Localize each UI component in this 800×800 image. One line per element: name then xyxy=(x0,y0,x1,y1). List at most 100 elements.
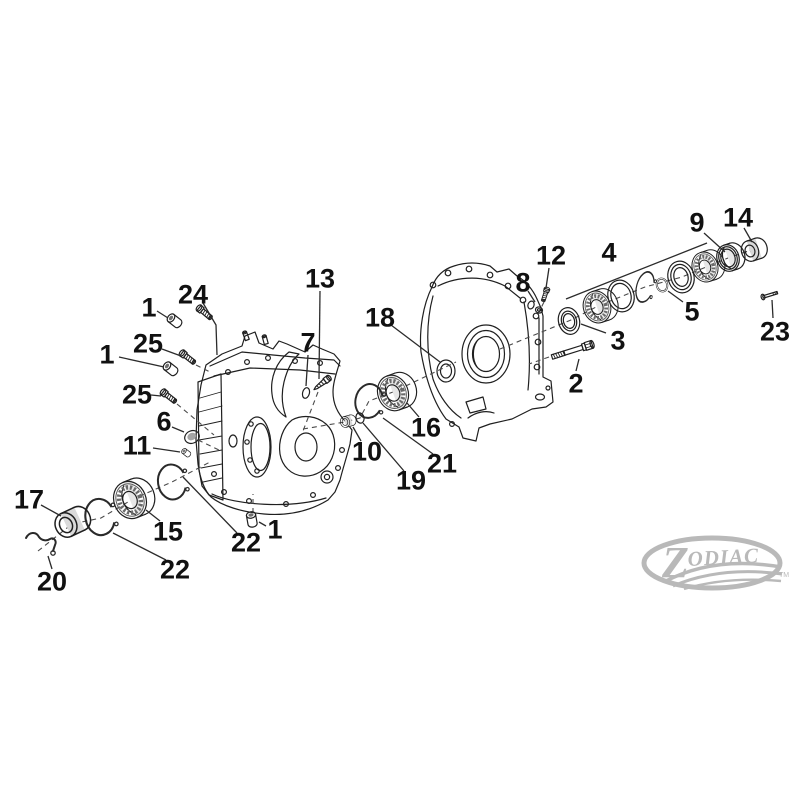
leader-line-stud-screw-25-lower xyxy=(150,394,162,397)
spacer-10 xyxy=(338,413,358,429)
leader-line-snap-ring-22-inner xyxy=(182,476,238,534)
logo-rest: ODIAC xyxy=(687,543,760,571)
leader-line-screw-12 xyxy=(545,267,550,289)
assembly-axis-8 xyxy=(528,356,550,365)
callout-13-screw-13: 13 xyxy=(305,264,335,294)
assembly-axis-1 xyxy=(302,361,457,430)
assembly-axis-5 xyxy=(176,403,215,436)
leader-line-snap-ring-21 xyxy=(382,417,434,455)
stud-screw-25-upper xyxy=(177,348,198,367)
leader-line-plug-bottom xyxy=(258,521,267,527)
leader-line-stud-screw-24 xyxy=(202,302,218,356)
callout-10-spacer-10: 10 xyxy=(352,437,382,467)
assembly-axis-7 xyxy=(197,439,222,452)
leader-line-spacer-14 xyxy=(743,227,753,243)
zodiac-logo: Z ODIAC TM xyxy=(641,535,789,591)
washer-8 xyxy=(527,300,544,314)
assembly-axis-9 xyxy=(536,301,545,317)
callout-24-stud-screw-24: 24 xyxy=(178,280,208,310)
leader-line-washer-19 xyxy=(362,422,405,472)
logo-letter-z: Z xyxy=(661,538,689,587)
logo-swoosh xyxy=(663,561,782,584)
logo-trademark: TM xyxy=(779,572,789,579)
leader-line-oring-7 xyxy=(305,354,309,387)
callout-1-plug-top-b: 1 xyxy=(99,340,114,370)
bolt-2 xyxy=(550,339,595,360)
logo-swoosh xyxy=(683,578,782,591)
bearing-bore-18 xyxy=(436,359,456,383)
leader-line-stud-screw-25-upper xyxy=(161,348,182,357)
screw-12 xyxy=(539,285,551,303)
callout-22-snap-ring-22-inner: 22 xyxy=(231,528,261,558)
callout-11-plug-11: 11 xyxy=(123,431,152,461)
screw-13 xyxy=(313,374,332,391)
leader-line-pin-23 xyxy=(771,299,774,319)
plug-top-a xyxy=(165,311,185,330)
leader-line-plug-11 xyxy=(152,447,181,453)
callout-12-screw-12: 12 xyxy=(536,241,566,271)
leader-line-washer-8 xyxy=(527,290,536,303)
plug-bottom xyxy=(245,510,259,529)
left-crankcase-half xyxy=(195,330,353,516)
plug-top-b xyxy=(161,359,181,378)
logo-swoosh xyxy=(672,570,783,588)
leader-line-cup-plug-6 xyxy=(171,426,185,433)
callout-17-spacer-17: 17 xyxy=(14,485,44,515)
leader-line-race-9 xyxy=(703,232,726,253)
callout-20-clip-20: 20 xyxy=(37,567,67,597)
callout-6-cup-plug-6: 6 xyxy=(156,407,171,437)
plug-11 xyxy=(180,447,193,459)
cylinder-stud xyxy=(261,334,269,346)
callout-2-bolt-2: 2 xyxy=(568,369,583,399)
clip-20 xyxy=(25,532,57,556)
leader-line-clip-20 xyxy=(47,555,53,570)
leader-line-snap-ring-22-outer xyxy=(112,532,167,561)
leader-line-bolt-2 xyxy=(575,358,580,372)
callout-19-washer-19: 19 xyxy=(396,466,426,496)
leader-lines xyxy=(40,227,774,570)
spacer-14 xyxy=(740,237,768,262)
logo-ellipse xyxy=(641,535,783,591)
spring-ring xyxy=(632,269,660,306)
callout-21-snap-ring-21: 21 xyxy=(427,449,457,479)
leader-line-bearing-set-4 xyxy=(565,242,708,300)
bearing-race-outer xyxy=(663,257,699,297)
leader-line-ring-5 xyxy=(667,290,684,303)
bearing-16 xyxy=(373,368,422,415)
leader-line-seal-3 xyxy=(580,323,607,334)
callout-5-ring-5: 5 xyxy=(684,297,699,327)
leader-line-bearing-bore-18 xyxy=(390,324,441,363)
callout-18-bearing-bore-18: 18 xyxy=(365,303,395,333)
leader-line-bearing-16 xyxy=(406,402,420,418)
leader-line-plug-top-a xyxy=(156,310,169,319)
leader-line-screw-13 xyxy=(318,290,321,380)
callout-8-washer-8: 8 xyxy=(515,268,530,298)
callout-14-spacer-14: 14 xyxy=(723,203,753,233)
callout-16-bearing-16: 16 xyxy=(411,413,441,443)
callout-7-oring-7: 7 xyxy=(300,328,315,358)
spacer-17 xyxy=(50,502,96,542)
callout-23-pin-23: 23 xyxy=(760,317,790,347)
leader-line-spacer-10 xyxy=(352,426,362,442)
assembly-axis-6 xyxy=(195,364,213,374)
leader-line-bearing-15 xyxy=(145,509,161,522)
callout-25-stud-screw-25-upper: 25 xyxy=(133,329,163,359)
callout-3-seal-3: 3 xyxy=(610,326,625,356)
leader-line-spacer-17 xyxy=(40,504,62,517)
stud-screw-25-lower xyxy=(158,387,179,406)
callout-15-bearing-15: 15 xyxy=(153,517,183,547)
race-9 xyxy=(716,242,746,272)
callout-25-stud-screw-25-lower: 25 xyxy=(122,380,152,410)
assembly-axis-3 xyxy=(302,391,319,432)
ring-5 xyxy=(654,276,670,294)
leader-line-plug-top-b xyxy=(118,356,165,368)
pin-23 xyxy=(760,290,779,301)
callout-4-bearing-set-4: 4 xyxy=(601,238,616,268)
parts-layer xyxy=(25,237,779,556)
seal-3 xyxy=(557,307,581,335)
callout-1-plug-bottom: 1 xyxy=(267,515,282,545)
callout-9-race-9: 9 xyxy=(689,208,704,238)
